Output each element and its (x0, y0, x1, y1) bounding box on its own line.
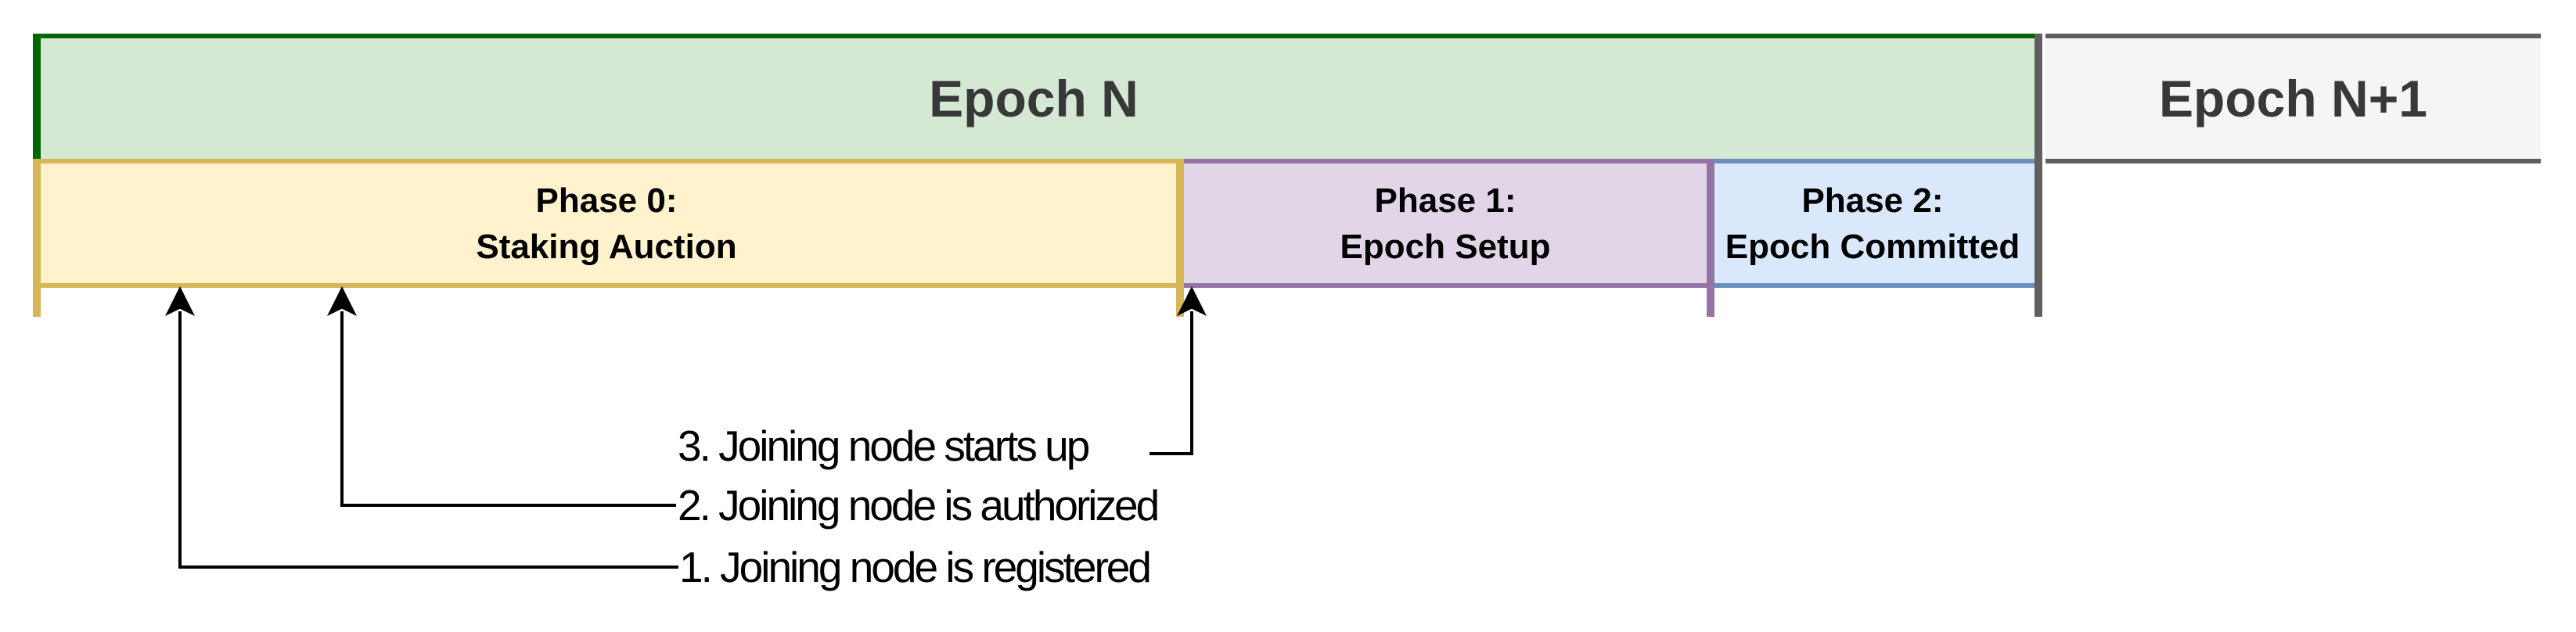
epoch-n-band: Epoch N (33, 34, 2035, 159)
phase-0-end-marker (1176, 159, 1184, 317)
arrow-2-horizontal-line (340, 504, 676, 507)
annotation-label-3: 3. Joining node starts up (678, 422, 1090, 470)
phase-1-title-line2: Epoch Setup (1340, 227, 1551, 266)
phase-2-box: Phase 2: Epoch Committed (1711, 159, 2035, 288)
epoch-n1-band: Epoch N+1 (2045, 34, 2541, 163)
annotation-label-2: 2. Joining node is authorized (678, 481, 1160, 530)
phase-1-box: Phase 1: Epoch Setup (1180, 159, 1711, 288)
phase-0-title-line1: Phase 0: (535, 181, 678, 220)
arrow-1-horizontal-line (178, 566, 678, 569)
phase-0-start-marker (33, 159, 41, 317)
phase-1-title-line1: Phase 1: (1374, 181, 1516, 220)
annotation-label-1: 1. Joining node is registered (679, 543, 1152, 591)
phase-0-box: Phase 0: Staking Auction (33, 159, 1180, 288)
epoch-n-title: Epoch N (929, 70, 1139, 127)
arrow-1-vertical-line (178, 311, 182, 569)
phase-1-end-marker (1707, 159, 1714, 317)
epoch-n-start-marker (33, 34, 41, 159)
epoch-boundary-divider (2035, 34, 2042, 317)
arrow-3-vertical-line (1190, 311, 1193, 454)
epoch-n1-title: Epoch N+1 (2159, 70, 2427, 127)
phase-0-title-line2: Staking Auction (476, 227, 737, 266)
phase-2-title-line1: Phase 2: (1801, 181, 1944, 220)
arrow-2-vertical-line (340, 311, 344, 507)
phase-2-title-line2: Epoch Committed (1725, 227, 2020, 266)
arrow-3-horizontal-line (1149, 452, 1193, 455)
